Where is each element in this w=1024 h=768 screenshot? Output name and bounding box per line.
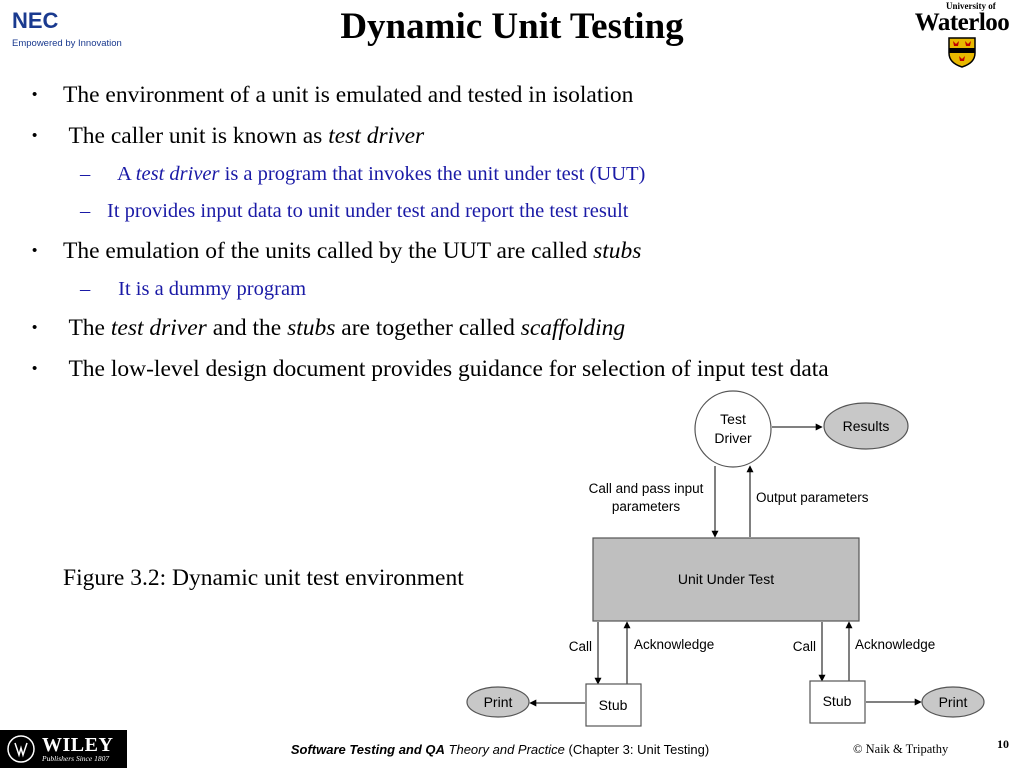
call-and-pass-label-2: parameters	[612, 499, 681, 514]
call-right-label: Call	[793, 639, 816, 654]
waterloo-logo-small-text: University of	[946, 1, 996, 11]
bullet-marker: •	[32, 127, 38, 144]
bullet-4-text-1: The	[63, 315, 111, 341]
bullet-5-text: The low-level design document provides g…	[63, 356, 829, 382]
output-parameters-label: Output parameters	[756, 490, 869, 505]
ack-left-label: Acknowledge	[634, 637, 714, 652]
call-left-label: Call	[569, 639, 592, 654]
print-right-node: Print	[921, 686, 985, 718]
print-right-label: Print	[939, 694, 968, 710]
wiley-logo-subtitle: Publishers Since 1807	[42, 754, 110, 763]
bullet-marker: •	[32, 242, 38, 259]
footer-book-subtitle: Theory and Practice	[444, 742, 565, 757]
sub-1-text-pre: A	[113, 163, 136, 185]
waterloo-crest-icon	[948, 37, 976, 68]
call-and-pass-label-1: Call and pass input	[589, 481, 704, 496]
bullet-3: • The emulation of the units called by t…	[32, 236, 642, 266]
footer-book-info: Software Testing and QA Theory and Pract…	[0, 742, 1000, 757]
footer-copyright: © Naik & Tripathy	[853, 742, 949, 756]
print-left-node: Print	[466, 686, 530, 718]
bullet-3-sub-1: – It is a dummy program	[80, 275, 307, 303]
slide-title: Dynamic Unit Testing	[340, 6, 684, 47]
bullet-2-sub-1: – A test driver is a program that invoke…	[80, 160, 646, 188]
nec-logo-word: NEC	[12, 8, 59, 33]
unit-under-test-label: Unit Under Test	[678, 571, 774, 587]
bullet-1: • The environment of a unit is emulated …	[32, 80, 634, 110]
bullet-2-text: The caller unit is known as	[63, 123, 329, 149]
stub-left-label: Stub	[599, 697, 628, 713]
waterloo-logo-word: Waterloo	[914, 9, 1010, 36]
stub-right-node: Stub	[809, 680, 866, 724]
footer-book-title: Software Testing and QA	[290, 742, 445, 757]
bullet-4-emphasis-2: stubs	[287, 315, 336, 341]
page-number: 10	[997, 737, 1009, 751]
sub-1-text-post: is a program that invokes the unit under…	[219, 163, 646, 185]
stub-left-node: Stub	[585, 683, 642, 727]
wiley-logo-word: WILEY	[42, 734, 114, 756]
wiley-emblem-icon	[7, 735, 35, 763]
bullet-2: • The caller unit is known as test drive…	[32, 121, 425, 151]
bullet-2-emphasis: test driver	[328, 123, 425, 149]
print-left-label: Print	[484, 694, 513, 710]
test-driver-node: Test Driver	[694, 390, 772, 468]
stub-right-label: Stub	[823, 693, 852, 709]
sub-bullet-marker: –	[80, 278, 91, 300]
bullet-4-text-3: are together called	[335, 315, 521, 341]
results-node: Results	[823, 402, 909, 450]
bullet-1-text: The environment of a unit is emulated an…	[63, 82, 634, 108]
sub-bullet-marker: –	[80, 200, 91, 222]
bullet-3-sub-text: It is a dummy program	[113, 278, 307, 300]
bullet-4-emphasis-3: scaffolding	[520, 315, 626, 341]
bullet-marker: •	[32, 360, 38, 377]
bullet-3-emphasis: stubs	[593, 238, 642, 264]
bullet-marker: •	[32, 319, 38, 336]
nec-logo-tagline: Empowered by Innovation	[12, 38, 122, 49]
bullet-4-emphasis-1: test driver	[110, 315, 207, 341]
nec-logo: NEC Empowered by Innovation	[12, 10, 132, 55]
bullet-marker: •	[32, 86, 38, 103]
bullet-5: • The low-level design document provides…	[32, 354, 829, 384]
wiley-logo: WILEY Publishers Since 1807	[0, 730, 127, 768]
sub-2-text: It provides input data to unit under tes…	[107, 200, 629, 222]
test-driver-label-2: Driver	[714, 430, 752, 446]
bullet-4: • The test driver and the stubs are toge…	[32, 313, 626, 343]
waterloo-logo: University of Waterloo	[902, 2, 1022, 68]
footer-chapter: (Chapter 3: Unit Testing)	[564, 742, 710, 757]
test-driver-label-1: Test	[720, 411, 746, 427]
figure-caption: Figure 3.2: Dynamic unit test environmen…	[63, 565, 464, 591]
sub-1-emphasis: test driver	[135, 163, 220, 185]
unit-under-test-node: Unit Under Test	[592, 537, 860, 622]
results-label: Results	[843, 418, 890, 434]
bullet-3-text: The emulation of the units called by the…	[63, 238, 594, 264]
sub-bullet-marker: –	[80, 163, 91, 185]
bullet-4-text-2: and the	[206, 315, 288, 341]
ack-right-label: Acknowledge	[855, 637, 935, 652]
bullet-2-sub-2: – It provides input data to unit under t…	[80, 197, 629, 225]
